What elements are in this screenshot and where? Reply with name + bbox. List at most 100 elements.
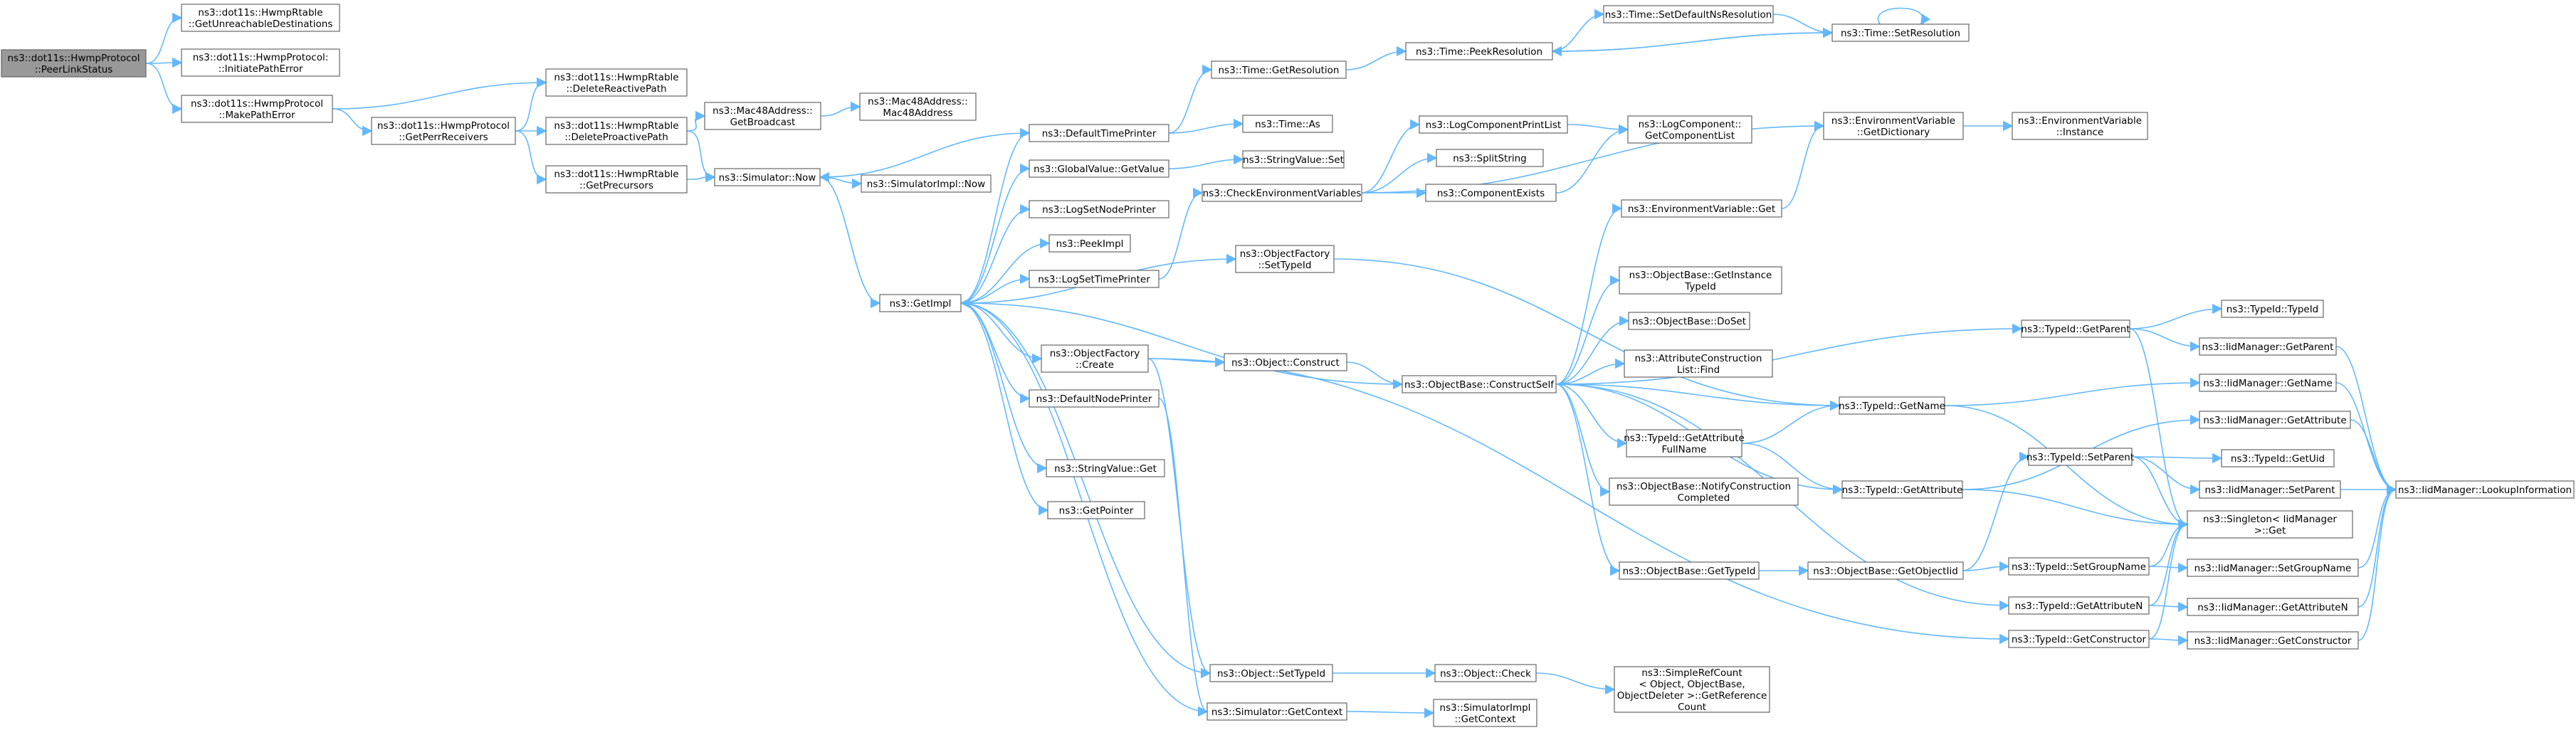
node-tidtypeid[interactable]: ns3::TypeId::TypeId: [2221, 300, 2324, 318]
node-makepath[interactable]: ns3::dot11s::HwmpProtocol::MakePathError: [181, 95, 333, 123]
node-timeas[interactable]: ns3::Time::As: [1242, 115, 1333, 133]
node-label: ObjectDeleter >::GetReference: [1617, 690, 1767, 702]
node-defnode[interactable]: ns3::DefaultNodePrinter: [1029, 389, 1160, 408]
node-globalget[interactable]: ns3::GlobalValue::GetValue: [1029, 159, 1169, 178]
call-edge-getperr-to-getprec: [515, 130, 547, 185]
node-iidgetparent[interactable]: ns3::IidManager::GetParent: [2199, 337, 2337, 356]
node-checkenv[interactable]: ns3::CheckEnvironmentVariables: [1202, 184, 1362, 202]
node-tidgetattrn[interactable]: ns3::TypeId::GetAttributeN: [2008, 596, 2150, 615]
node-delproact[interactable]: ns3::dot11s::HwmpRtable::DeleteProactive…: [545, 117, 688, 145]
node-settimeres[interactable]: ns3::Time::SetResolution: [1831, 23, 1970, 42]
node-splitstr[interactable]: ns3::SplitString: [1436, 149, 1544, 167]
node-tidgetcons[interactable]: ns3::TypeId::GetConstructor: [2008, 630, 2150, 648]
node-iidlookup[interactable]: ns3::IidManager::LookupInformation: [2395, 480, 2575, 499]
node-timegetres[interactable]: ns3::Time::GetResolution: [1211, 60, 1347, 79]
node-envget[interactable]: ns3::EnvironmentVariable::Get: [1621, 199, 1782, 218]
node-label: ns3::ObjectBase::NotifyConstruction: [1616, 481, 1791, 492]
node-logcpl[interactable]: ns3::LogComponentPrintList: [1419, 115, 1568, 134]
node-setdefns[interactable]: ns3::Time::SetDefaultNsResolution: [1603, 5, 1774, 23]
node-peer[interactable]: ns3::dot11s::HwmpProtocol::PeerLinkStatu…: [1, 49, 147, 78]
node-box: [545, 68, 688, 97]
node-logsetnode[interactable]: ns3::LogSetNodePrinter: [1029, 200, 1169, 218]
node-label: ns3::ObjectBase::DoSet: [1632, 316, 1746, 327]
node-basegetobjtid[interactable]: ns3::ObjectBase::GetObjectIid: [1807, 561, 1964, 580]
node-tidgetuid[interactable]: ns3::TypeId::GetUid: [2221, 449, 2335, 467]
node-objconstruct[interactable]: ns3::Object::Construct: [1224, 353, 1347, 371]
node-objsettid[interactable]: ns3::Object::SetTypeId: [1209, 664, 1333, 682]
call-edge-timepeek-to-setdefns: [1552, 9, 1605, 52]
node-simimplnow[interactable]: ns3::SimulatorImpl::Now: [861, 174, 992, 193]
node-simgetctx[interactable]: ns3::Simulator::GetContext: [1206, 702, 1347, 721]
node-getprec[interactable]: ns3::dot11s::HwmpRtable::GetPrecursors: [545, 165, 688, 194]
call-edge-getimpl-to-logsettime: [960, 273, 1031, 304]
node-tidsetparent[interactable]: ns3::TypeId::SetParent: [2026, 448, 2134, 466]
call-edge-getimpl-to-objfcreate: [960, 302, 1043, 364]
node-logsettime[interactable]: ns3::LogSetTimePrinter: [1029, 270, 1160, 288]
node-label: ::DeleteProactivePath: [564, 132, 668, 143]
node-simnow[interactable]: ns3::Simulator::Now: [714, 168, 821, 186]
node-label: ns3::LogComponent::: [1639, 119, 1742, 130]
node-label: ns3::TypeId::GetAttribute: [1624, 433, 1745, 444]
node-macbcast[interactable]: ns3::Mac48Address::GetBroadcast: [704, 102, 821, 130]
node-box: [1206, 702, 1347, 721]
node-simplerefcount[interactable]: ns3::SimpleRefCount< Object, ObjectBase,…: [1614, 666, 1770, 713]
node-getobjtid[interactable]: ns3::ObjectBase::GetTypeId: [1619, 561, 1760, 580]
node-iidsetparent[interactable]: ns3::IidManager::SetParent: [2199, 480, 2341, 499]
node-constructself[interactable]: ns3::ObjectBase::ConstructSelf: [1402, 375, 1557, 393]
call-edge-constructself-to-tidgetname: [1555, 384, 1841, 411]
node-objcheck[interactable]: ns3::Object::Check: [1434, 664, 1537, 682]
node-strget[interactable]: ns3::StringValue::Get: [1046, 459, 1165, 477]
node-delreact[interactable]: ns3::dot11s::HwmpRtable::DeleteReactiveP…: [545, 68, 688, 97]
node-tidgetparent[interactable]: ns3::TypeId::GetParent: [2021, 319, 2130, 338]
node-getperr[interactable]: ns3::dot11s::HwmpProtocol::GetPerrReceiv…: [371, 117, 516, 145]
node-timepeek[interactable]: ns3::Time::PeekResolution: [1405, 42, 1553, 60]
node-envinst[interactable]: ns3::EnvironmentVariable::Instance: [2012, 112, 2148, 140]
node-getimpl[interactable]: ns3::GetImpl: [879, 294, 962, 312]
node-label: ns3::ObjectFactory: [1240, 248, 1330, 260]
node-iidgetattrn[interactable]: ns3::IidManager::GetAttributeN: [2187, 598, 2359, 616]
node-box: [181, 4, 340, 32]
node-macaddr[interactable]: ns3::Mac48Address::Mac48Address: [859, 92, 977, 121]
node-label: ns3::ObjectFactory: [1050, 348, 1140, 359]
node-strset[interactable]: ns3::StringValue::Set: [1242, 150, 1345, 169]
node-iidgetattr[interactable]: ns3::IidManager::GetAttribute: [2199, 411, 2351, 429]
node-iidgetcons[interactable]: ns3::IidManager::GetConstructor: [2187, 631, 2359, 650]
node-label: ns3::IidManager::GetName: [2203, 378, 2333, 389]
node-doset[interactable]: ns3::ObjectBase::DoSet: [1628, 312, 1750, 330]
node-unreach[interactable]: ns3::dot11s::HwmpRtable::GetUnreachableD…: [181, 4, 340, 32]
node-label: ns3::EnvironmentVariable: [2018, 115, 2142, 127]
node-peekimpl[interactable]: ns3::PeekImpl: [1048, 234, 1131, 253]
node-objfsettid[interactable]: ns3::ObjectFactory::SetTypeId: [1235, 245, 1335, 273]
node-initpath[interactable]: ns3::dot11s::HwmpProtocol:::InitiatePath…: [181, 48, 340, 77]
node-iidgetname[interactable]: ns3::IidManager::GetName: [2199, 374, 2337, 392]
call-edge-objcheck-to-simplerefcount: [1535, 672, 1616, 695]
node-label: Completed: [1678, 492, 1730, 504]
node-label: < Object, ObjectBase,: [1639, 679, 1745, 690]
node-deftime[interactable]: ns3::DefaultTimePrinter: [1029, 124, 1169, 142]
node-tidgetattr[interactable]: ns3::TypeId::GetAttribute: [1841, 480, 1963, 499]
node-label: ::Instance: [2056, 127, 2104, 138]
call-edge-getattrfull-to-tidgetname: [1741, 400, 1841, 444]
node-notifycons[interactable]: ns3::ObjectBase::NotifyConstructionCompl…: [1609, 477, 1799, 506]
node-box: [2012, 112, 2148, 140]
node-iidsetgroup[interactable]: ns3::IidManager::SetGroupName: [2187, 559, 2359, 577]
node-logcompgcl[interactable]: ns3::LogComponent::GetComponentList: [1627, 115, 1752, 144]
call-edge-makepath-to-delreact: [332, 77, 547, 110]
node-label: ::MakePathError: [219, 110, 295, 121]
node-box: [2187, 598, 2359, 616]
node-singleton[interactable]: ns3::Singleton< IidManager>::Get: [2187, 510, 2353, 539]
node-tidgetname[interactable]: ns3::TypeId::GetName: [1839, 396, 1945, 415]
node-getptr[interactable]: ns3::GetPointer: [1047, 501, 1145, 519]
node-label: ns3::Singleton< IidManager: [2203, 514, 2337, 525]
node-label: ns3::Mac48Address::: [868, 96, 968, 107]
node-objfcreate[interactable]: ns3::ObjectFactory::Create: [1041, 344, 1149, 373]
node-simimplctx[interactable]: ns3::SimulatorImpl::GetContext: [1433, 699, 1537, 727]
node-box: [1029, 159, 1169, 178]
node-compexists[interactable]: ns3::ComponentExists: [1425, 184, 1557, 202]
node-envgetdict[interactable]: ns3::EnvironmentVariable::GetDictionary: [1823, 112, 1964, 140]
node-label: >::Get: [2254, 525, 2286, 536]
node-tidsetgroup[interactable]: ns3::TypeId::SetGroupName: [2008, 557, 2150, 576]
